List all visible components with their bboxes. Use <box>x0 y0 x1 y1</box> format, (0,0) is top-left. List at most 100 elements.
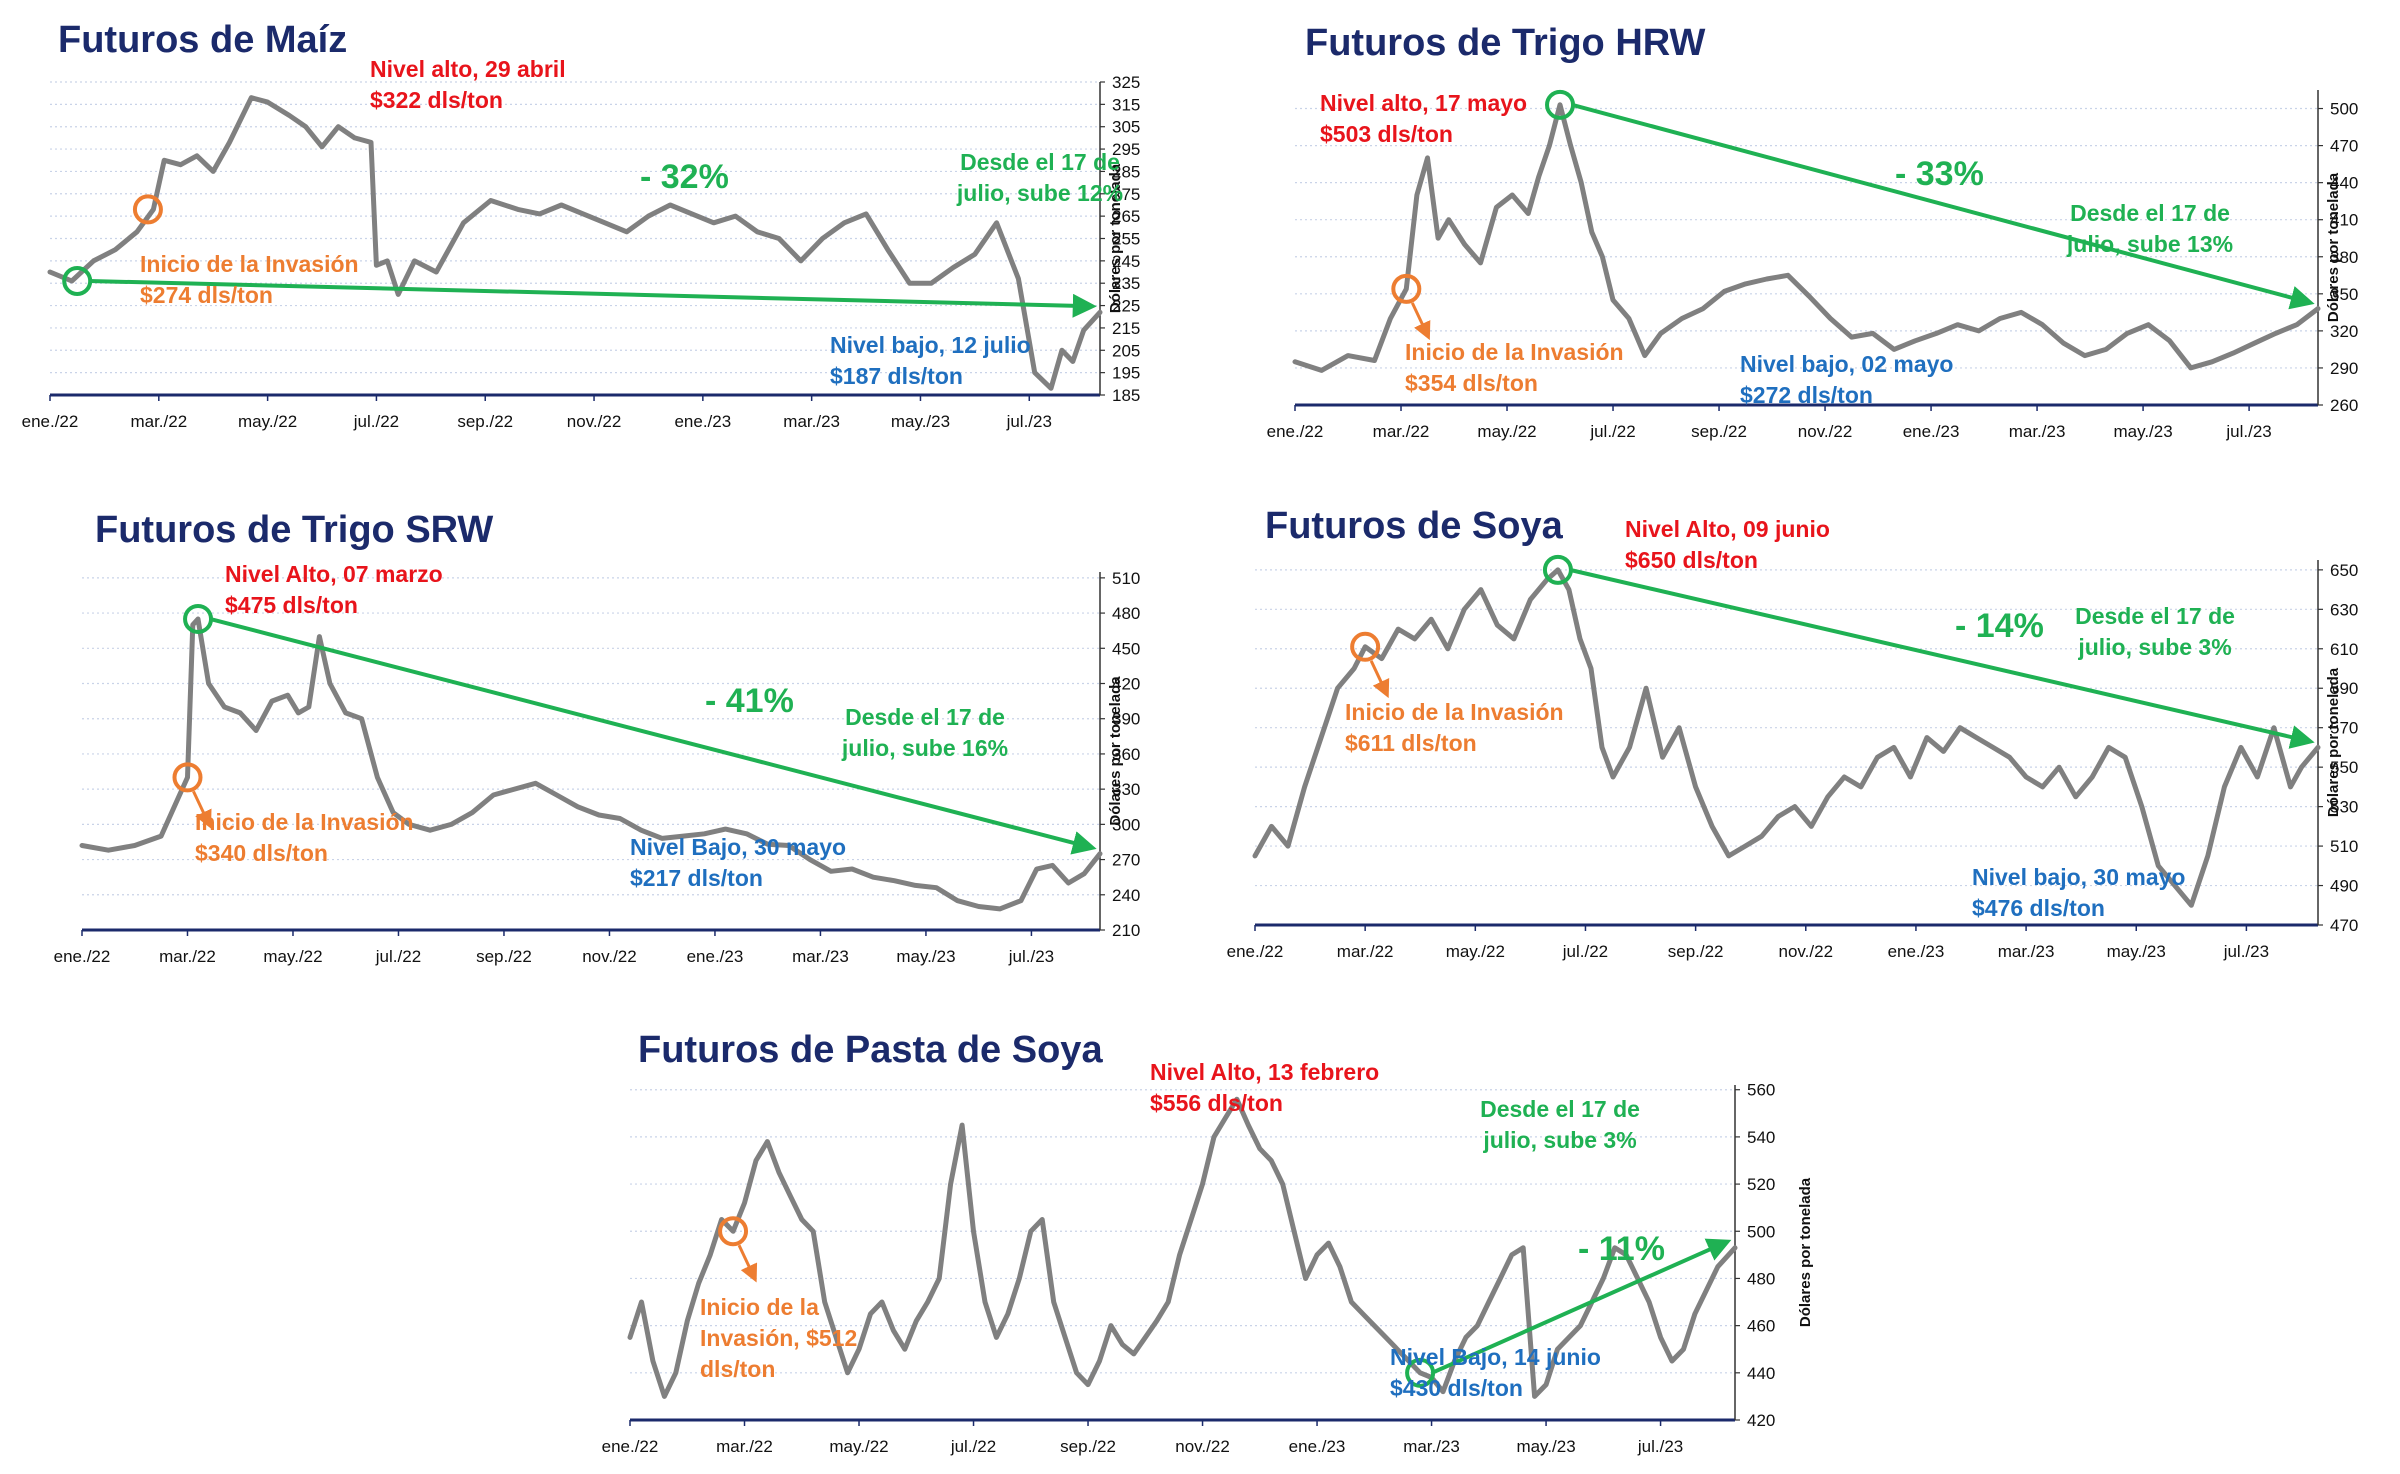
y-tick-label: 380 <box>2330 248 2358 267</box>
x-tick-label: mar./23 <box>1403 1437 1460 1456</box>
x-tick-label: jul./23 <box>2225 422 2271 441</box>
x-tick-label: nov./22 <box>1175 1437 1230 1456</box>
x-tick-label: nov./22 <box>582 947 637 966</box>
y-axis-label: Dólares por tonelada <box>1107 163 1124 313</box>
y-tick-label: 235 <box>1112 274 1140 293</box>
y-tick-label: 550 <box>2330 758 2358 777</box>
y-tick-label: 285 <box>1112 162 1140 181</box>
low-annotation: $476 dls/ton <box>1972 895 2105 921</box>
invasion-annotation: $274 dls/ton <box>140 282 273 308</box>
x-tick-label: nov./22 <box>1798 422 1853 441</box>
trend-arrow <box>209 617 1097 855</box>
trend-arrow <box>1431 1238 1732 1375</box>
series-line <box>47 95 1103 391</box>
y-tick-label: 195 <box>1112 364 1140 383</box>
y-tick-label: 610 <box>2330 640 2358 659</box>
y-tick-label: 480 <box>1747 1269 1775 1288</box>
chart-title: Futuros de Trigo HRW <box>1305 22 1706 64</box>
chart-panel-4: Futuros de Pasta de Soya4204404604805005… <box>602 1029 1814 1456</box>
y-tick-label: 450 <box>1112 639 1140 658</box>
chart-title: Futuros de Soya <box>1265 505 1564 547</box>
chart-panel-1: Futuros de Trigo HRW26029032035038041044… <box>1267 22 2359 441</box>
x-tick-label: jul./23 <box>1008 947 1054 966</box>
low-annotation: $430 dls/ton <box>1390 1375 1523 1401</box>
y-axis-label: Dólares por tonelada <box>1107 676 1124 826</box>
y-tick-label: 630 <box>2330 600 2358 619</box>
rebound-annotation: Desde el 17 de <box>845 704 1005 730</box>
y-tick-label: 320 <box>2330 322 2358 341</box>
series-line <box>1252 567 2321 908</box>
y-tick-label: 330 <box>1112 780 1140 799</box>
rebound-annotation: Desde el 17 de <box>2075 603 2235 629</box>
x-tick-label: may./22 <box>1446 942 1505 961</box>
invasion-annotation: Invasión, $512 <box>700 1325 857 1351</box>
high-annotation: Nivel Alto, 13 febrero <box>1150 1059 1379 1085</box>
invasion-arrow <box>1410 302 1431 341</box>
x-tick-label: mar./22 <box>159 947 216 966</box>
low-annotation: $217 dls/ton <box>630 865 763 891</box>
invasion-marker <box>1391 273 1422 304</box>
chart-panel-2: Futuros de Trigo SRW21024027030033036039… <box>54 509 1141 966</box>
rebound-annotation: Desde el 17 de <box>960 149 1120 175</box>
y-tick-label: 420 <box>1112 675 1140 694</box>
y-tick-label: 570 <box>2330 719 2358 738</box>
low-annotation: Nivel Bajo, 14 junio <box>1390 1344 1601 1370</box>
invasion-annotation: Inicio de la Invasión <box>1405 339 1624 365</box>
y-tick-label: 410 <box>2330 211 2358 230</box>
y-tick-label: 440 <box>2330 174 2358 193</box>
y-tick-label: 510 <box>2330 837 2358 856</box>
invasion-marker <box>172 762 203 793</box>
rebound-annotation: Desde el 17 de <box>2070 200 2230 226</box>
x-tick-label: mar./23 <box>792 947 849 966</box>
x-tick-label: mar./23 <box>2009 422 2066 441</box>
x-tick-label: may./23 <box>1516 1437 1575 1456</box>
chart-title: Futuros de Maíz <box>58 19 347 61</box>
trend-arrow <box>89 278 1097 318</box>
series-line <box>79 616 1103 912</box>
y-tick-label: 510 <box>1112 569 1140 588</box>
x-tick-label: ene./23 <box>674 412 731 431</box>
y-tick-label: 520 <box>1747 1175 1775 1194</box>
high-marker <box>1545 89 1576 120</box>
rebound-annotation: Desde el 17 de <box>1480 1096 1640 1122</box>
y-tick-label: 560 <box>1747 1081 1775 1100</box>
x-tick-label: mar./22 <box>1373 422 1430 441</box>
invasion-annotation: dls/ton <box>700 1356 775 1382</box>
y-tick-label: 360 <box>1112 745 1140 764</box>
x-tick-label: mar./22 <box>716 1437 773 1456</box>
y-tick-label: 305 <box>1112 118 1140 137</box>
y-tick-label: 440 <box>1747 1364 1775 1383</box>
percent-change: - 41% <box>705 682 794 720</box>
invasion-marker <box>1350 631 1381 662</box>
y-tick-label: 470 <box>2330 916 2358 935</box>
low-annotation: Nivel Bajo, 30 mayo <box>630 834 846 860</box>
y-axis-label: Dólares por tonelada <box>2325 667 2342 817</box>
x-tick-label: jul./23 <box>1637 1437 1683 1456</box>
y-tick-label: 295 <box>1112 140 1140 159</box>
x-tick-label: ene./23 <box>1903 422 1960 441</box>
x-tick-label: jul./22 <box>1589 422 1635 441</box>
high-annotation: Nivel alto, 17 mayo <box>1320 90 1527 116</box>
invasion-arrow <box>1369 660 1390 699</box>
x-tick-label: nov./22 <box>1779 942 1834 961</box>
x-tick-label: ene./22 <box>1267 422 1324 441</box>
y-tick-label: 225 <box>1112 297 1140 316</box>
high-annotation: $503 dls/ton <box>1320 121 1453 147</box>
high-annotation: $650 dls/ton <box>1625 547 1758 573</box>
high-marker <box>1405 1357 1436 1388</box>
y-tick-label: 275 <box>1112 185 1140 204</box>
high-annotation: Nivel alto, 29 abril <box>370 56 566 82</box>
low-annotation: Nivel bajo, 30 mayo <box>1972 864 2185 890</box>
high-annotation: $322 dls/ton <box>370 87 503 113</box>
x-tick-label: may./22 <box>829 1437 888 1456</box>
high-annotation: Nivel Alto, 09 junio <box>1625 516 1830 542</box>
y-tick-label: 500 <box>2330 100 2358 119</box>
y-tick-label: 205 <box>1112 341 1140 360</box>
invasion-marker <box>132 194 163 225</box>
rebound-annotation: julio, sube 3% <box>2077 634 2231 660</box>
x-tick-label: jul./23 <box>1006 412 1052 431</box>
y-tick-label: 590 <box>2330 679 2358 698</box>
y-tick-label: 490 <box>2330 877 2358 896</box>
x-tick-label: nov./22 <box>567 412 622 431</box>
y-tick-label: 260 <box>2330 396 2358 415</box>
